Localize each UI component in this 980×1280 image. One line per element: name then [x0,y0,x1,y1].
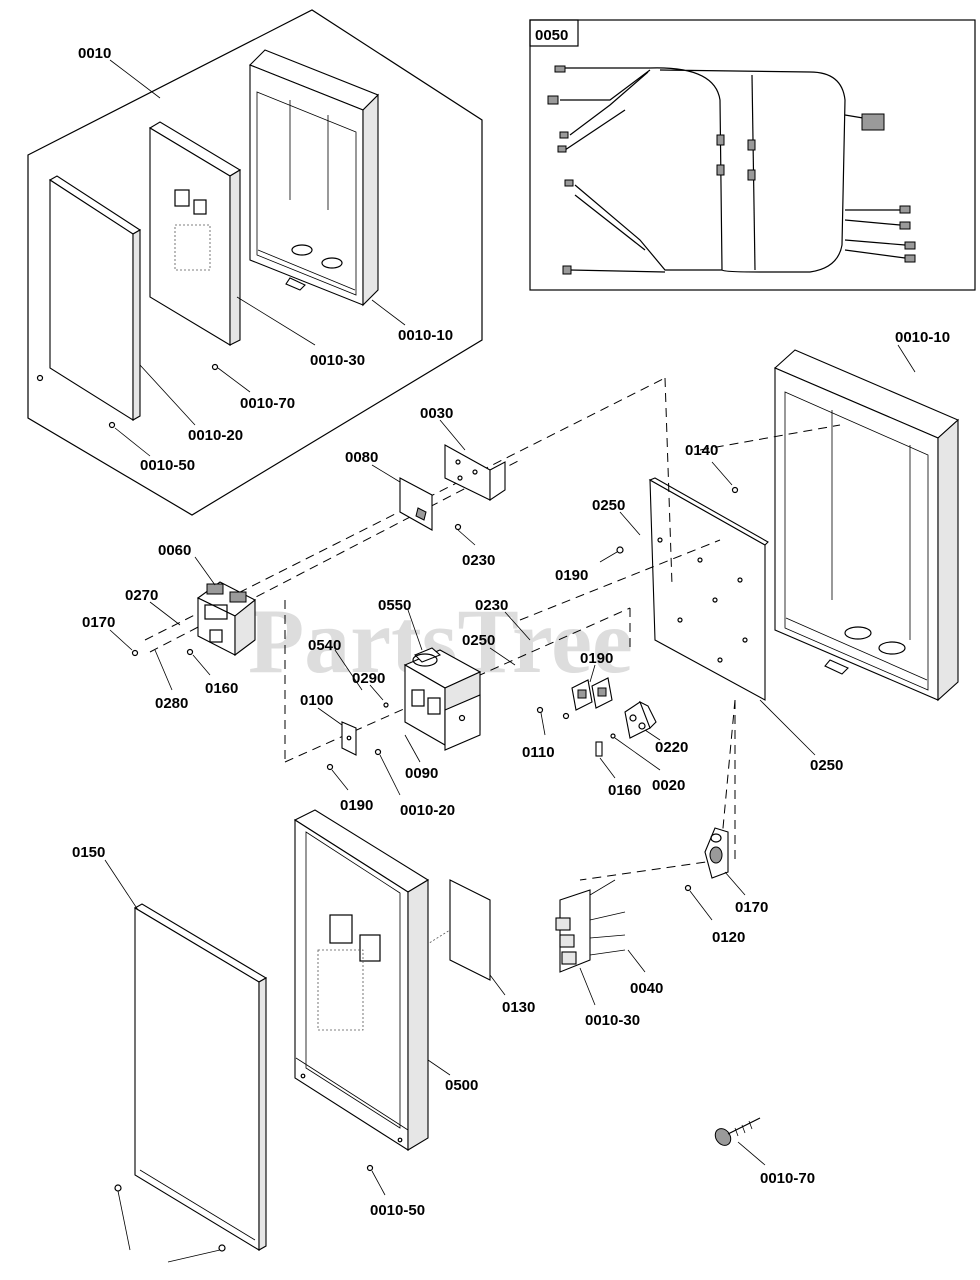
callout-0030: 0030 [420,405,453,422]
callout-0220: 0020 [652,777,685,794]
callout-0290: 0090 [405,765,438,782]
callout-0020: 0250 [810,757,843,774]
inset-enclosure-assembly [27,9,483,516]
inset-enclosure-box [249,49,379,307]
inset-frame [27,9,483,516]
part-0190-a [454,523,462,531]
callout-0010-20-top: 0010-20 [188,427,243,444]
part-0160-a [186,648,194,656]
part-0010-70-bottom [366,1164,374,1172]
part-0040-circuit-board [555,879,626,1006]
inset-wire-harness [529,19,976,291]
callout-0040: 0010-30 [585,1012,640,1029]
callout-0010-30-top: 0010-30 [310,352,365,369]
callout-0010-30-bottom: 0500 [445,1077,478,1094]
part-0150-connector [704,827,746,896]
callout-0050: 0050 [535,27,568,44]
callout-0170-a: 0170 [82,614,115,631]
callout-0010-50-top: 0010-50 [140,457,195,474]
callout-0250-c: 0540 [308,637,341,654]
callout-0110: 0160 [608,782,641,799]
part-0220 [610,733,616,739]
part-0190-b [536,706,544,714]
callout-0150: 0170 [735,899,768,916]
callout-0010-70-top: 0010-70 [240,395,295,412]
door-0010-20 [104,859,268,1251]
callout-0270: 0270 [125,587,158,604]
part-0500-bolt [714,1117,766,1166]
part-0060-breaker [194,556,257,657]
callout-0190-a: 0230 [462,552,495,569]
callout-0550: 0550 [378,597,411,614]
part-0140 [731,486,739,494]
part-0160-b [326,763,334,771]
callout-0500: 0010-70 [760,1170,815,1187]
callout-0100: 0190 [580,650,613,667]
inset-front-panel [148,121,242,346]
callout-0010-10-top: 0010-10 [398,327,453,344]
callout-0160-b: 0190 [340,797,373,814]
callout-0230-b: 0230 [475,597,508,614]
callout-0010: 0010 [78,45,111,62]
callout-0230-a: 0190 [555,567,588,584]
part-0090-block [624,700,661,741]
callout-0170-b: 0120 [712,929,745,946]
callout-0160-a: 0160 [205,680,238,697]
callout-0230-c: 0290 [352,670,385,687]
part-0010-50-bottom-b [218,1244,226,1252]
callout-0010-20-bottom: 0150 [72,844,105,861]
part-0010-50-bottom-a [114,1184,122,1192]
main-enclosure-box [773,344,960,702]
part-0030-bracket [439,419,506,502]
front-panel-0010-30 [293,809,451,1152]
callout-0010-70-bottom: 0010-50 [370,1202,425,1219]
part-0100-terminals [571,664,613,711]
callout-0190-b: 0110 [522,744,555,761]
callout-0080: 0080 [345,449,378,466]
part-0230-c [383,702,389,708]
part-0170-b [684,884,692,892]
callout-0190-c: 0010-20 [400,802,455,819]
part-0110-fuse [595,741,603,757]
callout-0120: 0130 [502,999,535,1016]
part-0190-c [374,748,382,756]
part-0550-contactor [403,609,482,751]
callout-0250-b: 0250 [462,632,495,649]
callout-0010-10-right: 0010-10 [895,329,950,346]
back-panel [648,477,816,756]
part-0230-a [616,546,624,554]
callout-0140: 0140 [685,442,718,459]
callout-0130: 0040 [630,980,663,997]
part-0080-plate [371,464,433,531]
inset-door [36,175,142,429]
callout-0280: 0280 [155,695,188,712]
part-0540-clip [317,707,357,756]
callout-0090: 0220 [655,739,688,756]
part-0170-a [131,649,139,657]
callout-0250-a: 0250 [592,497,625,514]
inset-screw [211,363,219,371]
callout-0060: 0060 [158,542,191,559]
callout-0540: 0100 [300,692,333,709]
